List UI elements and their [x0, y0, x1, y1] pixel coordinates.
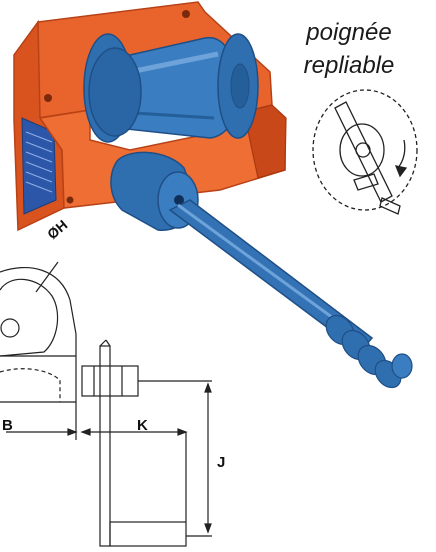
drum-axis-circle — [0, 318, 20, 338]
arrow-head-icon — [177, 428, 188, 436]
flange-outer — [0, 266, 77, 335]
crank-grip — [325, 314, 413, 389]
dimension-k-label: K — [137, 417, 148, 434]
mounting-hole — [182, 10, 190, 18]
arm-top — [99, 339, 107, 347]
technical-drawing — [0, 261, 212, 547]
grip-section — [109, 521, 187, 547]
crank-axle — [174, 195, 184, 205]
winch-illustration — [13, 1, 413, 389]
arrow-head-icon — [394, 165, 408, 178]
folding-handle-caption: poignée repliable — [284, 16, 414, 82]
handle-hub-outer — [339, 123, 385, 177]
arrow-head-icon — [80, 428, 91, 436]
handle-knob — [379, 197, 401, 215]
housing-right-panel — [243, 104, 287, 179]
folding-handle-sketch — [312, 89, 418, 215]
arrow-head-icon — [204, 523, 212, 534]
dimension-b-label: B — [2, 417, 13, 434]
mounting-hole — [44, 94, 52, 102]
flange-outline — [0, 278, 59, 357]
dimension-h-leader — [35, 261, 59, 293]
handle-arm — [334, 101, 393, 203]
handle-arm-section — [99, 345, 111, 547]
rotation-arrow — [397, 139, 406, 169]
label-plate-lines — [25, 131, 53, 193]
crank-arm — [168, 199, 374, 354]
rotation-circle — [312, 89, 418, 211]
mounting-hole — [66, 196, 74, 204]
arrow-head-icon — [67, 428, 78, 436]
caption-line-1: poignée — [306, 19, 392, 46]
cable-coil — [88, 47, 142, 137]
arm-top — [105, 339, 111, 347]
hidden-line — [0, 368, 61, 402]
drum-hub — [230, 63, 250, 109]
arrow-head-icon — [204, 382, 212, 393]
dimension-j-label: J — [217, 454, 226, 471]
handle-folded-part — [353, 173, 379, 191]
caption-line-2: repliable — [303, 52, 395, 79]
